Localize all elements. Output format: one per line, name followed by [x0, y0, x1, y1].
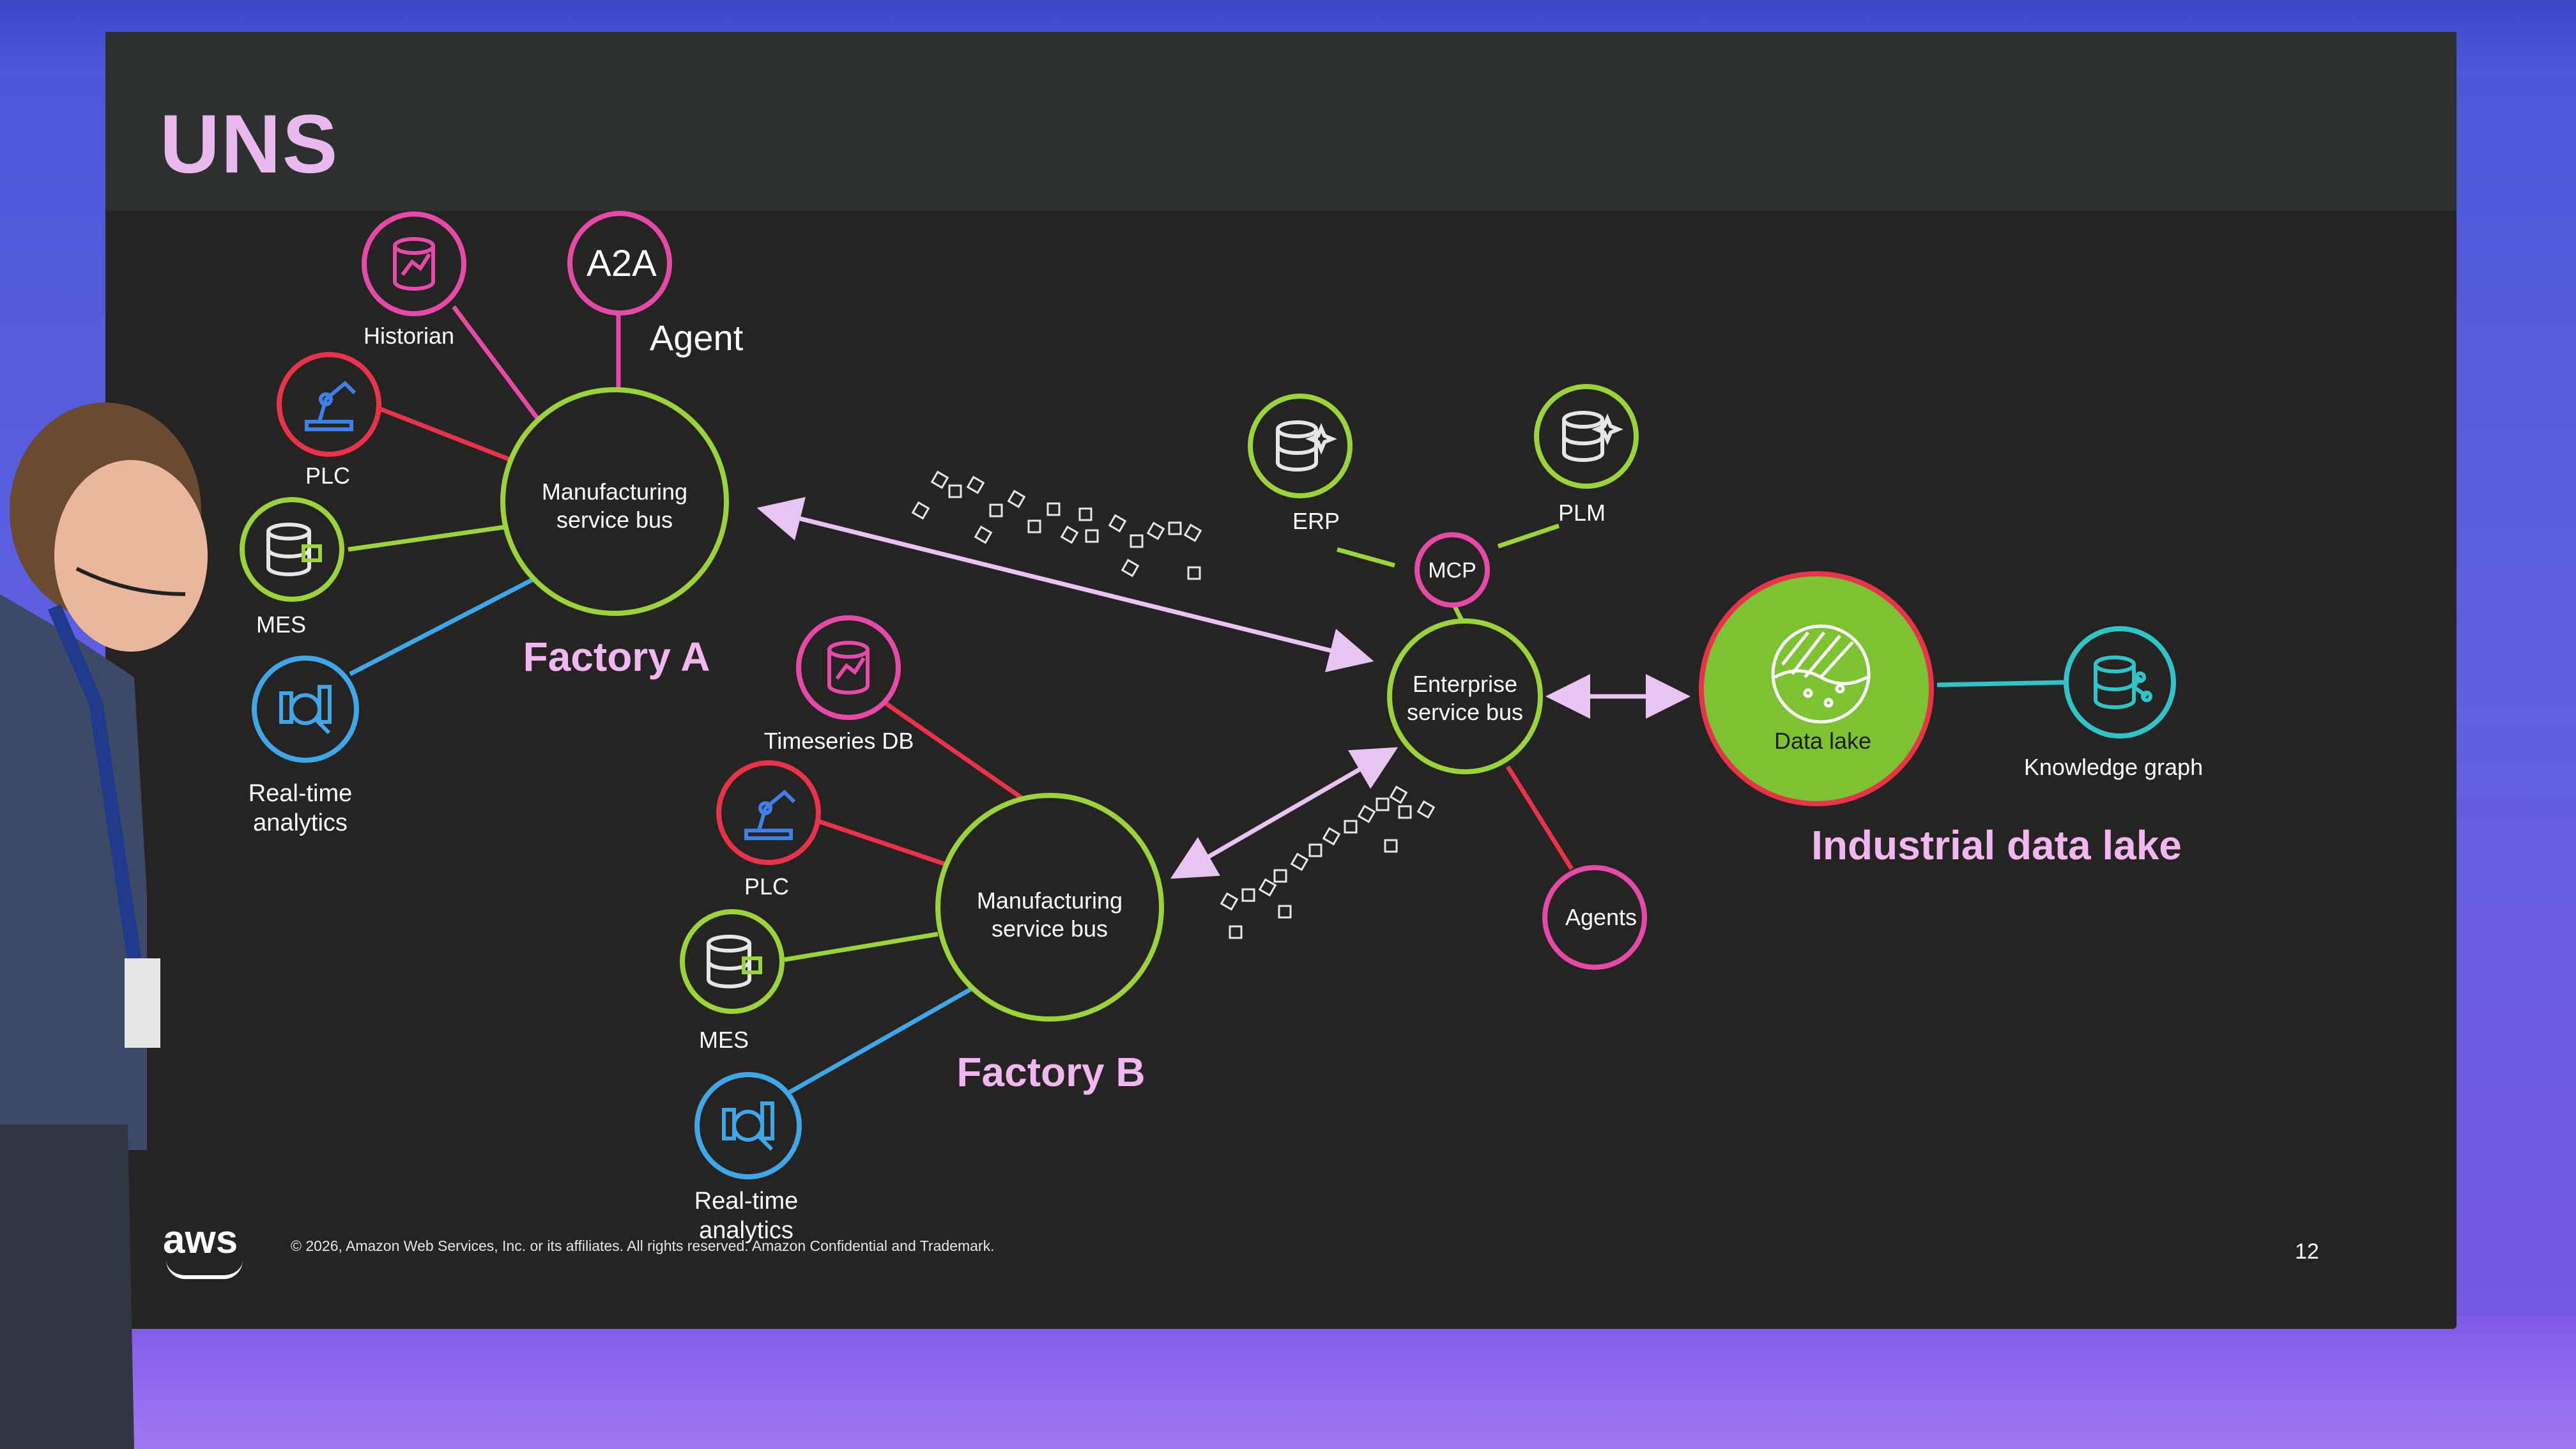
factory-b-bus-line1: Manufacturing [977, 887, 1123, 914]
plc-a-label: PLC [305, 463, 350, 489]
agents-label: Agents [1565, 904, 1637, 930]
plm-label: PLM [1558, 500, 1606, 526]
presenter [0, 402, 208, 1449]
a2a-node[interactable]: A2A [567, 211, 672, 316]
mcp-label: MCP [1428, 558, 1476, 583]
aws-logo: aws [163, 1218, 238, 1262]
database-sparkle-icon [1562, 411, 1623, 462]
database-graph-icon [2094, 656, 2152, 709]
analytics-b-node[interactable] [694, 1072, 802, 1179]
analytics-b-line2: analytics [699, 1217, 793, 1244]
analytics-a-node[interactable] [252, 656, 359, 763]
title-band [105, 32, 2457, 211]
presenter-face [54, 460, 208, 652]
factory-b-label: Factory B [956, 1049, 1145, 1095]
presenter-mic [75, 567, 186, 596]
page-number: 12 [2295, 1239, 2319, 1264]
message-packets [911, 470, 1436, 939]
factory-a-bus[interactable]: Manufacturing service bus [500, 387, 729, 616]
presenter-lanyard [47, 604, 141, 960]
mcp-node[interactable]: MCP [1414, 532, 1490, 608]
plc-b-node[interactable] [716, 760, 821, 865]
factory-b-bus-line2: service bus [992, 916, 1108, 942]
factory-a-label: Factory A [523, 634, 710, 680]
presenter-badge [125, 958, 160, 1048]
database-sparkle-icon [1276, 420, 1337, 471]
presenter-trousers [0, 1124, 134, 1449]
database-icon [707, 935, 762, 988]
presenter-sweater [0, 594, 147, 1150]
plc-a-node[interactable] [277, 352, 381, 457]
arrow-factory-b-enterprise [1170, 747, 1399, 879]
timeseries-label: Timeseries DB [764, 728, 914, 754]
arrow-factory-a-enterprise [756, 496, 1374, 673]
database-icon [266, 523, 322, 576]
data-lake-node[interactable]: Data lake [1699, 571, 1934, 806]
knowledge-graph-label: Knowledge graph [2024, 754, 2203, 780]
slide-footer: © 2026, Amazon Web Services, Inc. or its… [291, 1238, 995, 1254]
mes-b-label: MES [699, 1027, 749, 1053]
mes-b-node[interactable] [680, 909, 785, 1014]
knowledge-graph-node[interactable] [2064, 626, 2176, 739]
mes-a-label: MES [256, 611, 306, 638]
magnify-chart-icon [722, 1101, 774, 1151]
a2a-label: A2A [586, 243, 657, 284]
enterprise-bus-line1: Enterprise [1413, 671, 1517, 697]
erp-label: ERP [1292, 508, 1340, 534]
historian-node[interactable] [362, 211, 466, 316]
factory-a-bus-line2: service bus [556, 507, 673, 533]
factory-b-bus[interactable]: Manufacturing service bus [935, 793, 1164, 1022]
timeseries-node[interactable] [796, 615, 901, 720]
enterprise-bus-line2: service bus [1407, 699, 1523, 725]
agent-label: Agent [650, 318, 744, 358]
magnify-chart-icon [279, 685, 332, 735]
analytics-a-line1: Real-time [249, 780, 353, 807]
aws-logo-smile [166, 1260, 243, 1279]
factory-a-connectors [348, 305, 621, 677]
lake-icon [1771, 624, 1871, 724]
erp-node[interactable] [1248, 394, 1353, 498]
bus-arrows [756, 496, 1690, 879]
factory-b-connectors [784, 701, 1022, 1095]
industrial-data-lake-label: Industrial data lake [1811, 822, 2182, 868]
database-chart-icon [393, 237, 435, 291]
factory-a-bus-line1: Manufacturing [542, 479, 687, 505]
mes-a-node[interactable] [240, 497, 344, 602]
analytics-a-line2: analytics [253, 809, 348, 836]
data-lake-label: Data lake [1774, 728, 1871, 754]
analytics-b-line1: Real-time [694, 1188, 799, 1215]
plc-b-label: PLC [744, 873, 789, 900]
robot-arm-icon [305, 380, 356, 431]
background-wall-bottom [0, 1316, 2576, 1449]
slide-title: UNS [160, 97, 339, 190]
historian-label: Historian [364, 323, 454, 349]
database-chart-icon [827, 641, 870, 694]
enterprise-bus[interactable]: Enterprise service bus [1387, 618, 1543, 774]
agents-node[interactable]: Agents [1542, 865, 1647, 970]
plm-node[interactable] [1534, 384, 1639, 489]
robot-arm-icon [744, 789, 796, 840]
